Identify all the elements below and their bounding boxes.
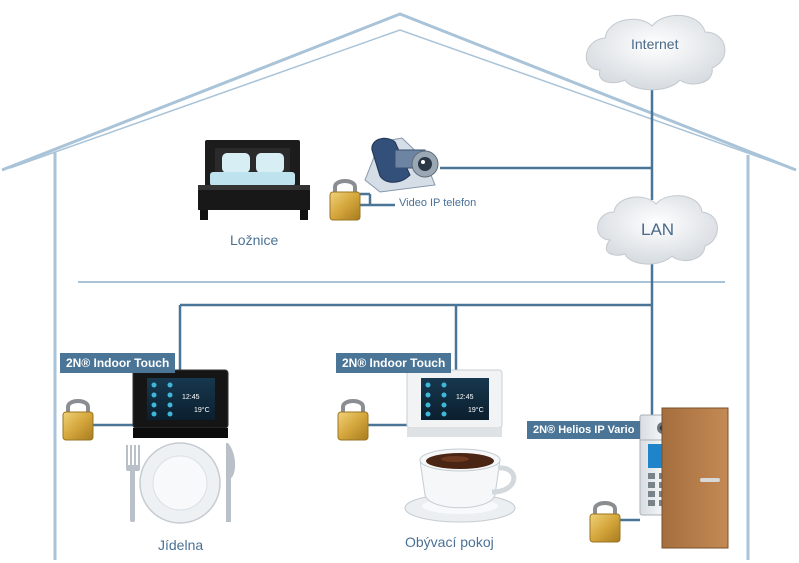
house-outline <box>1 12 797 560</box>
screen-temperature: 19°C <box>468 406 484 414</box>
device-tag-indoor-touch-right: 2N® Indoor Touch <box>336 353 452 373</box>
bed-icon <box>198 140 310 220</box>
video-phone-icon <box>364 137 439 193</box>
room-label-bedroom: Ložnice <box>230 232 279 248</box>
door-icon <box>661 407 729 549</box>
device-tag-indoor-touch-left: 2N® Indoor Touch <box>60 353 176 373</box>
internet-cloud <box>585 14 726 91</box>
room-label-dining: Jídelna <box>158 537 204 553</box>
internet-label: Internet <box>631 36 679 52</box>
screen-time: 12:45 <box>182 394 200 401</box>
screen-temperature: 19°C <box>194 406 210 414</box>
screen-time: 12:45 <box>456 394 474 401</box>
room-label-living: Obývací pokoj <box>405 534 494 550</box>
network-lines <box>92 82 654 522</box>
padlock-icon <box>329 179 361 221</box>
padlock-icon <box>62 399 94 441</box>
padlock-icon <box>337 399 369 441</box>
coffee-cup-icon <box>404 448 517 523</box>
lan-cloud <box>597 195 718 265</box>
indoor-touch-white-device: 12:45 19°C <box>406 369 503 437</box>
device-tag-helios: 2N® Helios IP Vario <box>527 421 641 439</box>
lan-label: LAN <box>641 220 675 239</box>
indoor-touch-black-device: 12:45 19°C <box>132 369 229 438</box>
video-phone-label: Video IP telefon <box>399 197 477 209</box>
plate-cutlery-icon <box>126 442 236 524</box>
padlock-icon <box>589 501 621 543</box>
